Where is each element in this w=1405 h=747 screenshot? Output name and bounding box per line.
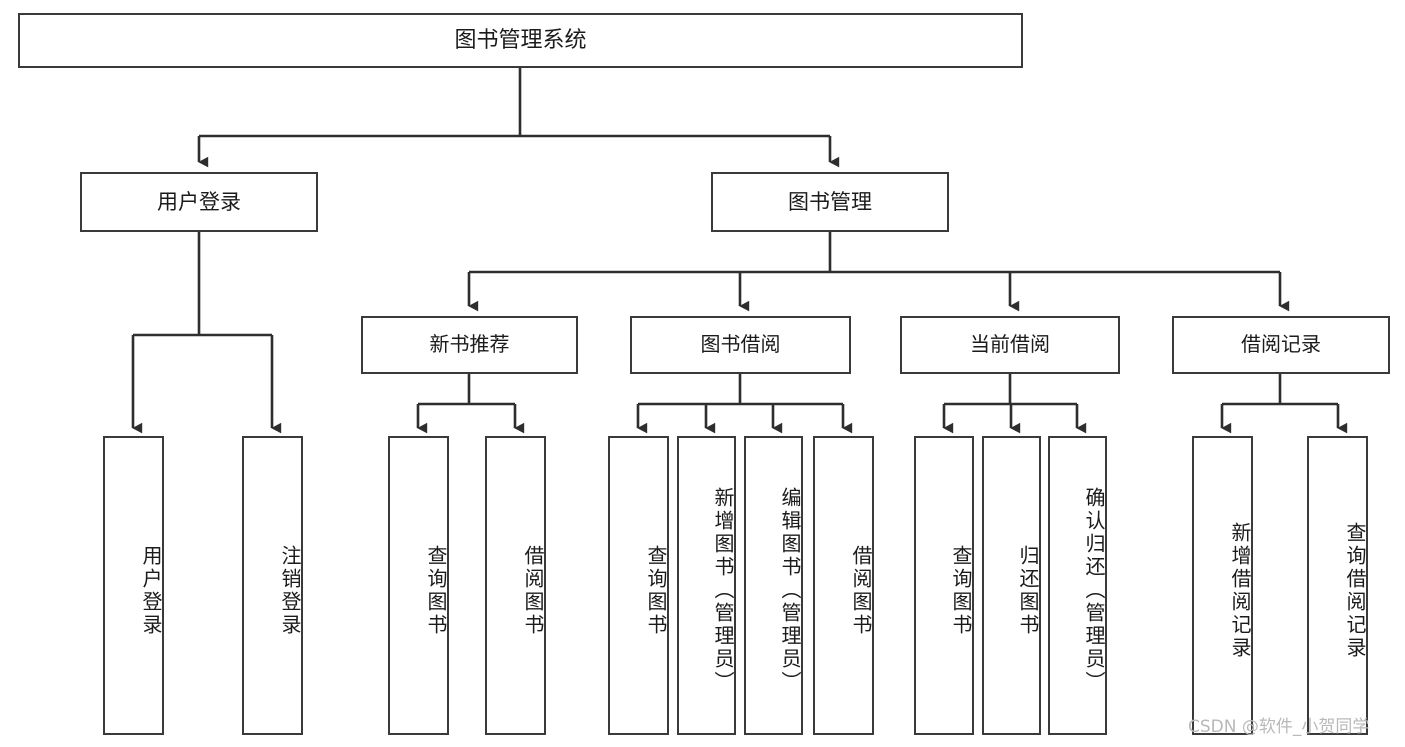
node-root-system[interactable]: 图书管理系统	[18, 13, 1023, 68]
node-borrow-record[interactable]: 借阅记录	[1172, 316, 1390, 374]
leaf-book-borrow-add[interactable]: 新增图书（管理员）	[677, 436, 736, 735]
node-current-borrow[interactable]: 当前借阅	[900, 316, 1120, 374]
leaf-borrow-record-query[interactable]: 查询借阅记录	[1307, 436, 1368, 735]
leaf-label: 查询图书	[644, 544, 668, 637]
leaf-label: 新增图书（管理员）	[711, 487, 735, 694]
leaf-book-borrow-edit[interactable]: 编辑图书（管理员）	[744, 436, 803, 735]
node-new-book-recommend[interactable]: 新书推荐	[361, 316, 578, 374]
csdn-watermark: CSDN @软件_小贺同学	[1188, 717, 1370, 737]
leaf-label: 借阅图书	[849, 544, 873, 637]
leaf-label: 查询图书	[424, 544, 448, 637]
leaf-new-book-query[interactable]: 查询图书	[388, 436, 449, 735]
leaf-label: 归还图书	[1016, 544, 1040, 637]
leaf-current-borrow-query[interactable]: 查询图书	[914, 436, 974, 735]
leaf-label: 新增借阅记录	[1228, 521, 1252, 660]
leaf-label: 借阅图书	[521, 544, 545, 637]
leaf-label: 用户登录	[139, 544, 163, 637]
leaf-borrow-record-add[interactable]: 新增借阅记录	[1192, 436, 1253, 735]
leaf-label: 查询借阅记录	[1343, 521, 1367, 660]
node-book-management[interactable]: 图书管理	[711, 172, 949, 232]
node-book-borrow[interactable]: 图书借阅	[630, 316, 851, 374]
leaf-label: 查询图书	[949, 544, 973, 637]
leaf-book-borrow-borrow[interactable]: 借阅图书	[813, 436, 874, 735]
node-user-login[interactable]: 用户登录	[80, 172, 318, 232]
leaf-current-borrow-confirm[interactable]: 确认归还（管理员）	[1048, 436, 1107, 735]
leaf-user-login-login[interactable]: 用户登录	[103, 436, 164, 735]
leaf-new-book-borrow[interactable]: 借阅图书	[485, 436, 546, 735]
leaf-label: 注销登录	[278, 544, 302, 637]
leaf-label: 确认归还（管理员）	[1082, 487, 1106, 694]
leaf-label: 编辑图书（管理员）	[778, 487, 802, 694]
leaf-current-borrow-return[interactable]: 归还图书	[982, 436, 1041, 735]
leaf-book-borrow-query[interactable]: 查询图书	[608, 436, 669, 735]
leaf-user-login-logout[interactable]: 注销登录	[242, 436, 303, 735]
